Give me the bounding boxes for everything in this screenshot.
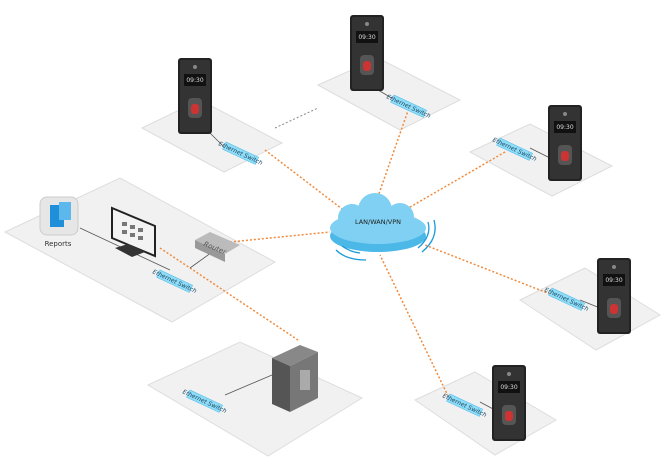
router: Router — [195, 232, 240, 262]
reports-icon — [39, 196, 79, 236]
reports-label: Reports — [45, 240, 72, 248]
platform-bottom-left — [146, 341, 364, 457]
dotted-link — [274, 107, 319, 129]
server-icon — [272, 345, 318, 412]
monitor-icon — [111, 206, 156, 258]
svg-text:09:30: 09:30 — [500, 384, 517, 391]
network-links — [159, 104, 551, 401]
svg-text:09:30: 09:30 — [186, 77, 203, 84]
terminal-right-upper: 09:30 — [548, 105, 582, 181]
svg-text:09:30: 09:30 — [556, 124, 573, 131]
terminal-bottom-center: 09:30 — [492, 365, 526, 441]
terminal-top-left: 09:30 — [178, 58, 212, 134]
svg-text:09:30: 09:30 — [605, 277, 622, 284]
cloud-lan-wan-vpn: LAN/WAN/VPN — [330, 193, 436, 261]
wireless-waves-icon — [335, 219, 436, 261]
platform-right-lower — [518, 267, 661, 351]
terminal-right-lower: 09:30 — [597, 258, 631, 334]
cloud-label: LAN/WAN/VPN — [355, 218, 401, 226]
terminal-top-center: 09:30 — [350, 15, 384, 91]
platform-right-upper — [468, 123, 614, 197]
svg-text:09:30: 09:30 — [358, 34, 375, 41]
